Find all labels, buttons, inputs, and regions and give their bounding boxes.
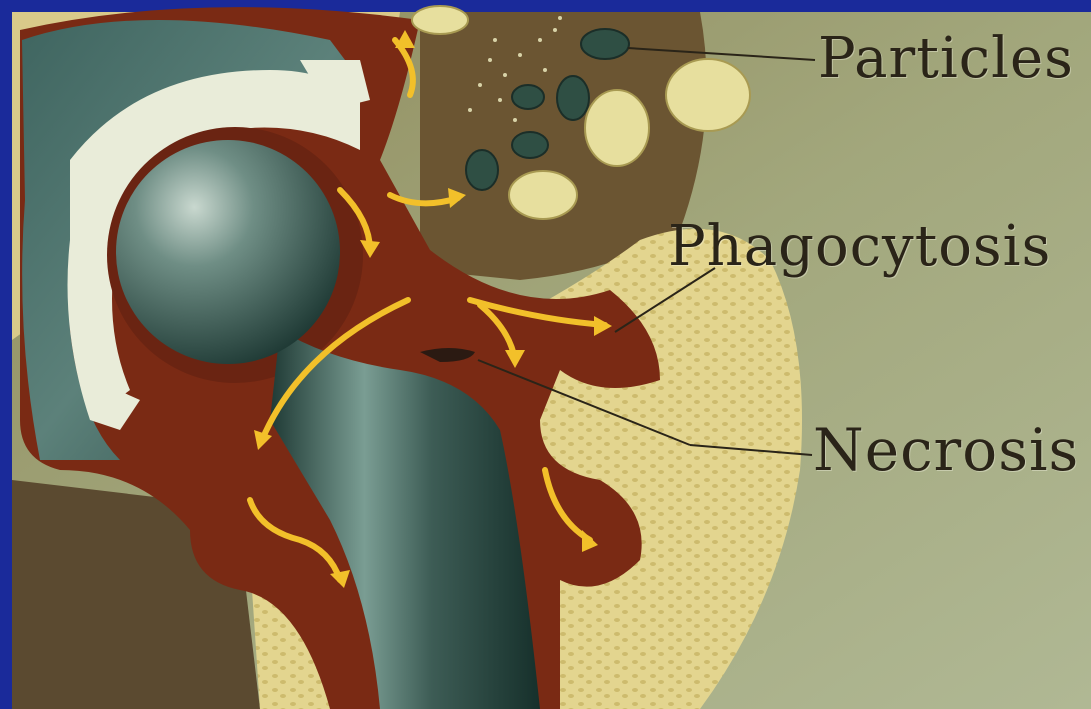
particles-label: Particles — [818, 26, 1074, 91]
necrosis-label: Necrosis — [813, 416, 1079, 484]
phagocytosis-label: Phagocytosis — [668, 214, 1051, 279]
femoral-head — [116, 140, 340, 364]
